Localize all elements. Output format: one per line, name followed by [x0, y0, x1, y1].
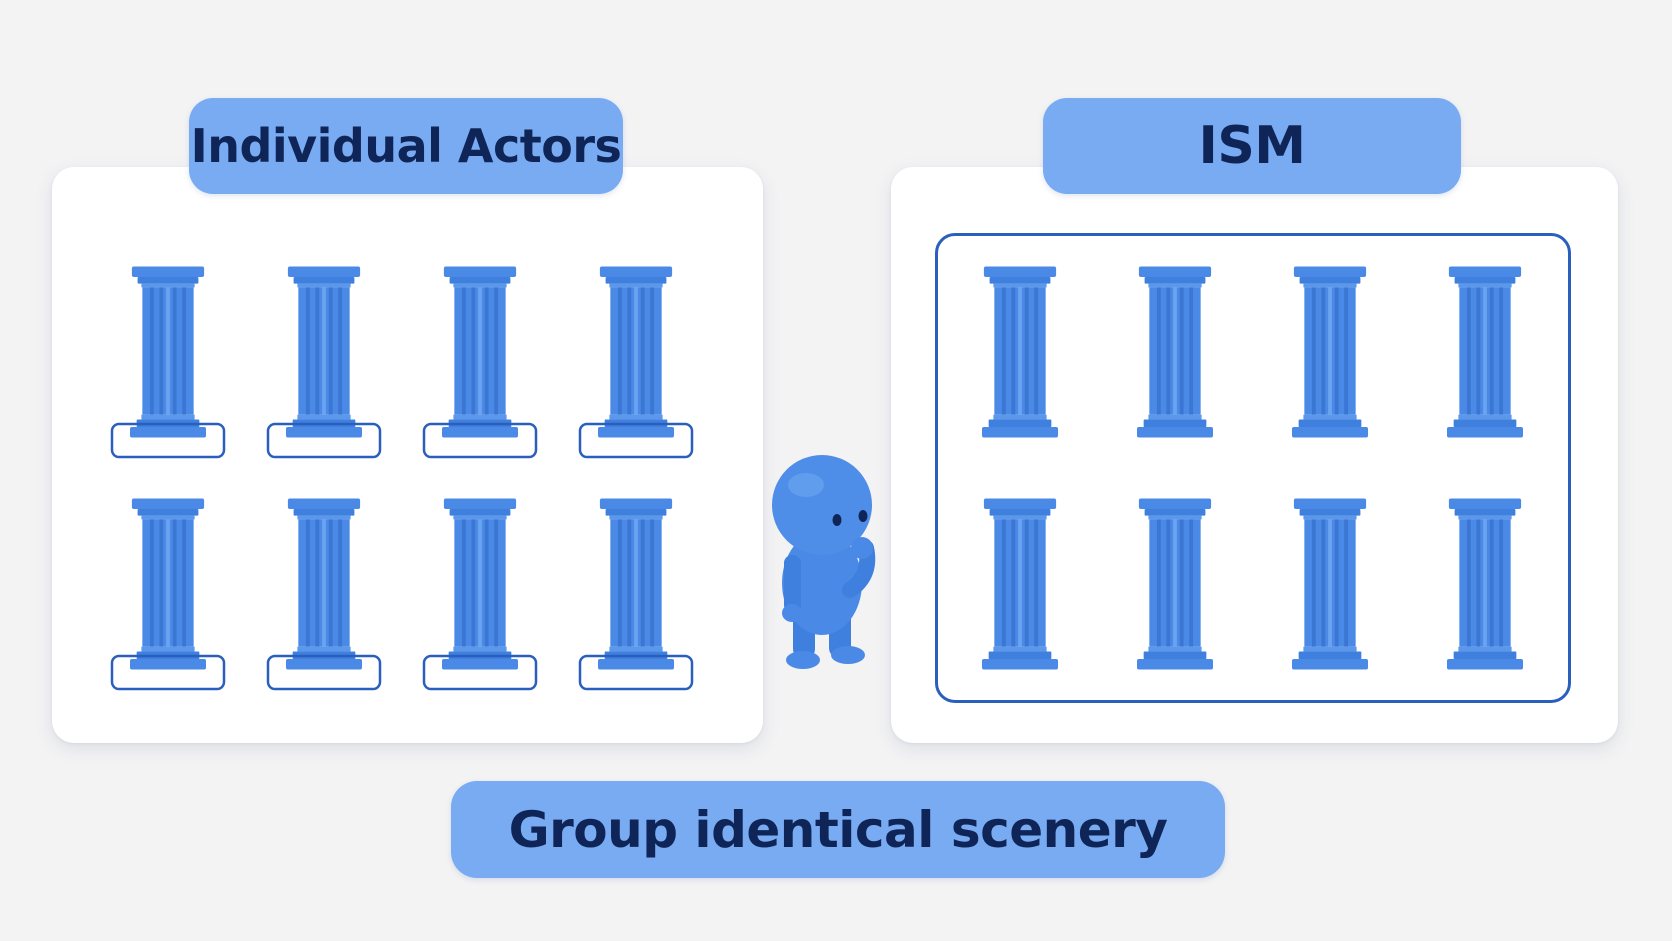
pillar-icon: [1447, 498, 1523, 670]
right-pillar-grid: [982, 266, 1523, 670]
caption-label: Group identical scenery: [451, 781, 1225, 878]
pillar-icon: [598, 266, 674, 438]
pillar-base-outline: [266, 654, 382, 691]
pillar-icon: [1292, 498, 1368, 670]
pillar-icon: [982, 266, 1058, 438]
pillar-icon: [130, 498, 206, 670]
pillar-icon: [598, 498, 674, 670]
pillar-base-outline: [266, 422, 382, 459]
pillar-icon: [1137, 266, 1213, 438]
pillar-icon: [1447, 266, 1523, 438]
pillar-icon: [442, 266, 518, 438]
ism-group-outline: [935, 233, 1571, 703]
pillar-base-outline: [110, 422, 226, 459]
pillar-icon: [442, 498, 518, 670]
pillar-icon: [1292, 266, 1368, 438]
pillar-base-outline: [578, 654, 694, 691]
pillar-icon: [1137, 498, 1213, 670]
pillar-icon: [130, 266, 206, 438]
pillar-icon: [286, 266, 362, 438]
individual-actors-label: Individual Actors: [189, 98, 623, 194]
pillar-base-outline: [422, 654, 538, 691]
thinking-character-icon: [772, 455, 876, 669]
pillar-base-outline: [110, 654, 226, 691]
pillar-base-outline: [422, 422, 538, 459]
left-pillar-grid: [110, 266, 694, 691]
pillar-icon: [982, 498, 1058, 670]
pillar-base-outline: [578, 422, 694, 459]
ism-label: ISM: [1043, 98, 1461, 194]
pillar-icon: [286, 498, 362, 670]
